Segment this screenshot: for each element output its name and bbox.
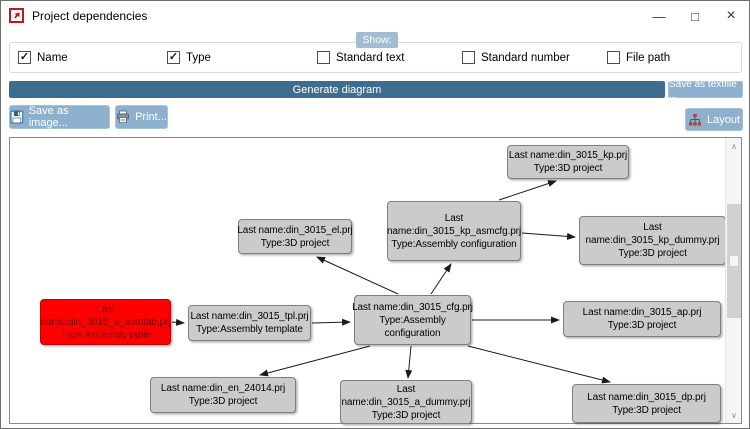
checkbox-type-label: Type <box>186 51 211 64</box>
checkbox-standard-text-label: Standard text <box>336 51 405 64</box>
check-icon: ✓ <box>19 51 30 63</box>
edge-asmcfg-to-kp <box>498 180 557 201</box>
checkbox-standard-text[interactable]: Standard text <box>317 51 404 64</box>
node-din_3015_cfg[interactable]: Last name:din_3015_cfg.prj Type:Assembly… <box>352 295 473 345</box>
node-din_3015_kp[interactable]: Last name:din_3015_kp.prj Type:3D projec… <box>507 145 629 179</box>
title-bar: Project dependencies — □ × <box>1 1 749 31</box>
layout-label: Layout <box>706 113 741 126</box>
scroll-down-icon[interactable]: ∨ <box>731 410 737 420</box>
checkbox-file-path[interactable]: File path <box>607 51 670 64</box>
dependency-edges <box>171 180 611 384</box>
edge-cfg-to-asmcfg <box>430 263 452 295</box>
node-din_3015_ap[interactable]: Last name:din_3015_ap.prj Type:3D projec… <box>563 301 721 337</box>
checkbox-type[interactable]: ✓ Type <box>167 51 211 64</box>
printer-icon <box>117 110 129 124</box>
node-din_3015_tpl[interactable]: Last name:din_3015_tpl.prj Type:Assembly… <box>188 305 311 341</box>
node-din_3015_dp[interactable]: Last name:din_3015_dp.prj Type:3D projec… <box>572 384 721 423</box>
dependency-diagram-canvas: Last name:din_3015_kp.prj Type:3D projec… <box>9 137 742 424</box>
org-chart-icon <box>688 113 701 125</box>
checkbox-file-path-label: File path <box>626 51 671 64</box>
checkbox-standard-number-box[interactable] <box>462 51 475 64</box>
checkbox-standard-number[interactable]: Standard number <box>462 51 570 64</box>
floppy-disk-icon <box>10 110 24 124</box>
close-button[interactable]: × <box>726 7 736 24</box>
scrollbar-thumb[interactable] <box>727 204 741 318</box>
show-tab-label: Show: <box>356 32 398 48</box>
checkbox-name-label: Name <box>37 51 68 64</box>
print-label: Print... <box>135 111 167 123</box>
checkbox-standard-number-label: Standard number <box>481 51 570 64</box>
maximize-button[interactable]: □ <box>691 8 699 24</box>
save-as-image-label: Save as image... <box>28 105 69 129</box>
save-as-textfile-button[interactable]: Save as textfile ... <box>668 79 743 101</box>
scrollbar-grip <box>730 256 738 266</box>
node-din_3015_a_asmtab-highlighted[interactable]: Last name:din_3015_a_asmtab.prj Type:Ass… <box>40 299 171 345</box>
edge-tpl-to-cfg <box>311 318 351 326</box>
node-din_3015_kp_asmcfg[interactable]: Last name:din_3015_kp_asmcfg.prj Type:As… <box>387 201 521 261</box>
check-icon: ✓ <box>168 51 179 63</box>
edge-cfg-to-dp <box>467 345 611 384</box>
checkbox-name-box[interactable]: ✓ <box>18 51 31 64</box>
checkbox-file-path-box[interactable] <box>607 51 620 64</box>
edge-asmcfg-to-kp-dummy <box>521 232 576 240</box>
app-icon <box>9 8 24 23</box>
minimize-button[interactable]: — <box>652 8 666 24</box>
vertical-scrollbar[interactable]: ∧ ∨ <box>725 138 741 423</box>
edge-cfg-to-en24014 <box>259 345 371 377</box>
checkbox-type-box[interactable]: ✓ <box>167 51 180 64</box>
node-din_3015_kp_dummy[interactable]: Last name:din_3015_kp_dummy.prj Type:3D … <box>579 216 726 265</box>
generate-diagram-button[interactable]: Generate diagram <box>9 81 665 98</box>
node-din_3015_el[interactable]: Last name:din_3015_el.prj Type:3D projec… <box>237 219 353 254</box>
checkbox-name[interactable]: ✓ Name <box>18 51 68 64</box>
save-as-image-button[interactable]: Save as image... <box>9 105 110 129</box>
node-din_3015_a_dummy[interactable]: Last name:din_3015_a_dummy.prj Type:3D p… <box>340 380 472 424</box>
node-din_en_24014[interactable]: Last name:din_en_24014.prj Type:3D proje… <box>150 377 296 413</box>
checkbox-standard-text-box[interactable] <box>317 51 330 64</box>
print-button[interactable]: Print... <box>115 105 168 129</box>
window-controls: — □ × <box>641 1 749 31</box>
layout-button[interactable]: Layout <box>685 108 743 131</box>
edge-cfg-to-a-dummy <box>405 345 413 379</box>
edge-asmtab-to-tpl <box>171 318 185 326</box>
scroll-up-icon[interactable]: ∧ <box>731 141 737 151</box>
window-title: Project dependencies <box>32 9 148 23</box>
edge-cfg-to-el <box>316 256 399 295</box>
